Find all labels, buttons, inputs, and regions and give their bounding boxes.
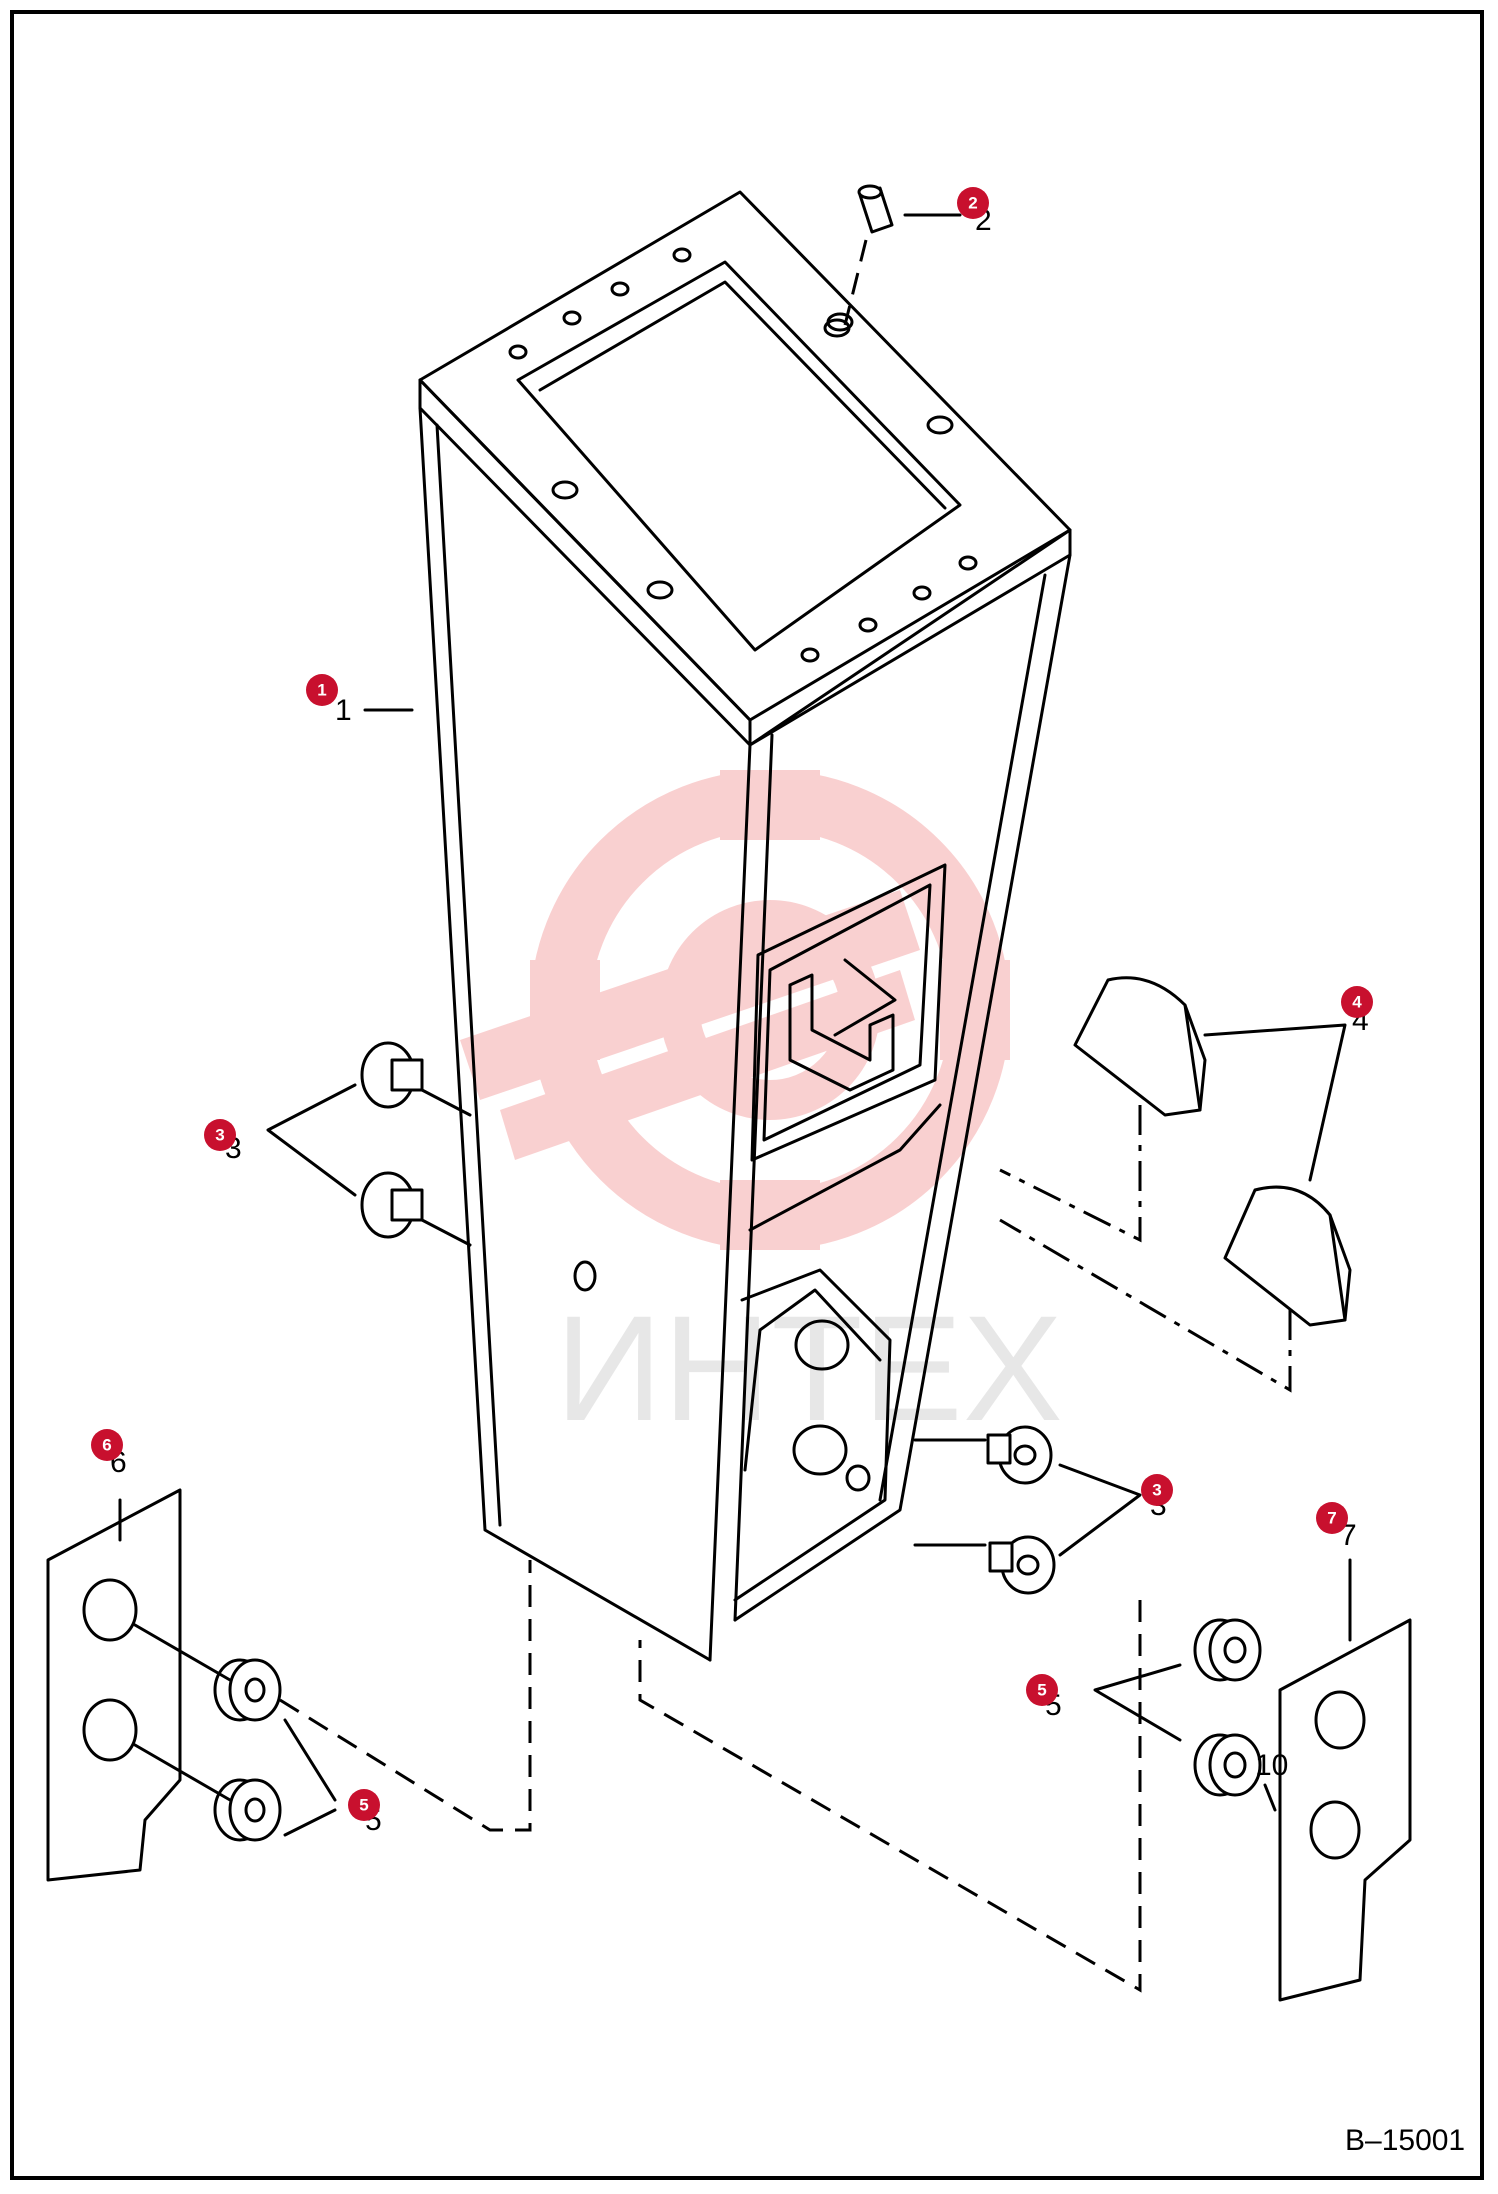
svg-text:7: 7: [1327, 1509, 1336, 1528]
svg-text:3: 3: [215, 1126, 224, 1145]
part-5-spacers-right: [638, 1600, 1277, 1993]
part-2-pin: [826, 184, 962, 332]
svg-text:5: 5: [359, 1796, 368, 1815]
callout-2: 2 2: [957, 187, 992, 237]
callout-5-left: 5 5: [348, 1789, 382, 1837]
part-7-side-plate: [1278, 1558, 1412, 2002]
callout-3-right: 3 3: [1141, 1474, 1173, 1522]
svg-text:1: 1: [335, 694, 352, 727]
callout-1: 1 1: [306, 674, 414, 727]
drawing-reference: B–15001: [1345, 2124, 1465, 2157]
part-5-spacers-left: [133, 1560, 532, 1842]
svg-text:1: 1: [317, 681, 326, 700]
watermark-gear-icon: [460, 770, 1010, 1250]
callout-5-right: 5 5: [1026, 1674, 1062, 1722]
callout-7: 7 7: [1316, 1502, 1357, 1552]
callout-3-left: 3 3: [204, 1119, 242, 1165]
part-4-wear-pads: [999, 976, 1352, 1393]
drawing-frame: [10, 10, 1484, 2180]
svg-text:6: 6: [102, 1436, 111, 1455]
part-3-bolts-right: [913, 1425, 1142, 1595]
svg-text:4: 4: [1352, 993, 1362, 1012]
svg-text:10: 10: [1255, 1749, 1288, 1782]
part-3-bolts-left: [266, 1041, 472, 1247]
svg-text:5: 5: [1037, 1681, 1046, 1700]
watermark-text: ИНТЕХ: [555, 1284, 1063, 1452]
callout-6: 6 6: [91, 1429, 127, 1479]
callout-10: 10: [1255, 1749, 1288, 1782]
part-6-side-plate: [46, 1488, 182, 1882]
svg-text:3: 3: [1152, 1481, 1161, 1500]
callout-4: 4 4: [1341, 986, 1373, 1037]
svg-text:2: 2: [968, 194, 977, 213]
part-1-frame-column: [418, 190, 1072, 1662]
